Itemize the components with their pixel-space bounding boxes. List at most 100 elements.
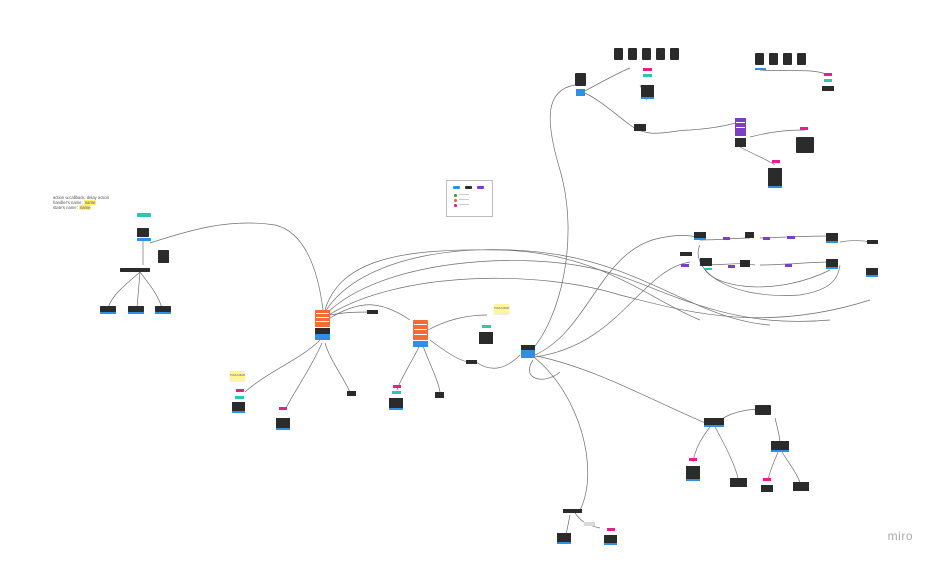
teal-node-c[interactable] [392,391,401,394]
gray-stack-a[interactable] [232,402,245,411]
screen-1[interactable] [614,48,623,60]
rm-teal-1[interactable] [704,268,712,270]
rm-node-5[interactable] [826,233,838,241]
main-hub-blue[interactable] [521,350,535,358]
legend-line-2-prefix: handler's name: [53,200,84,206]
orange-state-stack[interactable] [315,310,330,327]
main-hub-dark[interactable] [521,345,535,350]
rm-node-3[interactable] [700,258,712,266]
screen-4[interactable] [656,48,665,60]
br-node-5[interactable] [793,482,809,491]
big-right-node[interactable] [796,137,814,153]
blue-hub-node[interactable] [315,334,330,340]
screen-8[interactable] [783,53,792,65]
rm-purple-2[interactable] [723,237,730,240]
rm-purple-4[interactable] [787,236,795,239]
blue-action-node[interactable] [137,238,151,241]
stack-top[interactable] [641,85,654,97]
leaf-node-2-action[interactable] [128,312,144,314]
pink-node-top3[interactable] [772,160,780,163]
rm-node-6[interactable] [740,260,750,267]
dark-bar-node[interactable] [120,268,150,272]
rm-node-2[interactable] [680,252,692,256]
rm-node-1[interactable] [694,232,706,238]
screen-5[interactable] [670,48,679,60]
lower-right-node[interactable] [347,391,356,396]
pink-node-top2[interactable] [800,127,808,130]
rm-purple-5[interactable] [728,265,735,268]
br-node-4[interactable] [761,485,773,492]
bottom-node-4[interactable] [604,535,617,543]
bottom-node-2[interactable] [584,522,595,526]
sticky-note-left-text: TOOLS BAR [230,374,245,377]
screen-2[interactable] [628,48,637,60]
br-node-1[interactable] [704,418,724,425]
br-top-node[interactable] [755,405,771,415]
pink-node-top[interactable] [643,68,652,71]
dark-handler-node[interactable] [137,228,149,237]
legend-line-3-value: name [78,205,92,211]
stack-top4[interactable] [822,86,834,91]
leaf-node-1-action[interactable] [100,312,116,314]
bottom-node-3[interactable] [557,533,571,542]
pink-node-c[interactable] [393,385,401,388]
br-node-2[interactable] [771,441,789,450]
top-blue-node[interactable] [576,89,585,96]
bottom-cluster [557,509,617,545]
center-hub-1 [232,310,378,430]
legend-line-3-prefix: state's name: [53,205,79,211]
top-device-node[interactable] [575,73,586,86]
screen-9[interactable] [797,53,806,65]
screen-7[interactable] [769,53,778,65]
mid-top-node[interactable] [634,124,646,131]
bottom-pink[interactable] [607,528,615,531]
leaf-node-1[interactable] [100,306,116,312]
br-stack-1[interactable] [686,466,700,479]
leaf-node-3-action[interactable] [155,312,171,314]
br-node-3[interactable] [730,478,747,487]
sticky-note-center[interactable]: TOOLS BAR [494,304,509,314]
orange-dot-key [454,199,457,202]
rm-purple-3[interactable] [763,237,770,240]
main-hub [521,345,535,358]
leaf-node-2[interactable] [128,306,144,312]
screen-3[interactable] [642,48,651,60]
leaf-node-3[interactable] [155,306,171,312]
rm-node-4[interactable] [745,232,754,238]
dark-node-d[interactable] [435,392,444,398]
teal-node-a[interactable] [235,396,244,399]
rm-purple-6[interactable] [785,264,792,267]
stack-top2[interactable] [768,168,782,186]
bottom-node-1[interactable] [563,509,582,513]
blue-hub-node-2[interactable] [413,341,428,347]
legend-notes: action w.callback, delay action handler'… [53,195,109,211]
rm-node-7[interactable] [826,259,838,267]
dark-hub-node[interactable] [315,328,330,334]
br-pink-2[interactable] [763,478,771,481]
link-node-c[interactable] [466,360,477,364]
gray-stack-b[interactable] [276,418,290,428]
teal-node-b[interactable] [482,325,491,328]
teal-node-top[interactable] [643,74,652,77]
screen-6[interactable] [755,53,764,65]
dark-node-c[interactable] [479,332,493,344]
pink-node-top4[interactable] [824,73,832,76]
teal-node-top4[interactable] [824,79,832,82]
pink-node-a[interactable] [236,389,244,392]
dark-side-node[interactable] [158,250,169,263]
pink-dot-key [454,204,457,207]
blue-pill-key [453,186,460,189]
right-link-node[interactable] [367,310,378,314]
miro-logo[interactable]: miro [887,529,913,543]
rm-far-node[interactable] [867,240,878,244]
purple-pill-key [477,186,484,189]
br-pink-1[interactable] [689,458,697,461]
teal-state-node[interactable] [137,213,151,217]
color-key-box[interactable] [446,180,493,217]
pink-node-b[interactable] [279,407,287,410]
sticky-note-left[interactable]: TOOLS BAR [230,371,245,381]
rm-far-stack[interactable] [866,268,878,275]
rm-purple-1[interactable] [681,264,689,267]
gray-stack-c[interactable] [389,398,403,408]
